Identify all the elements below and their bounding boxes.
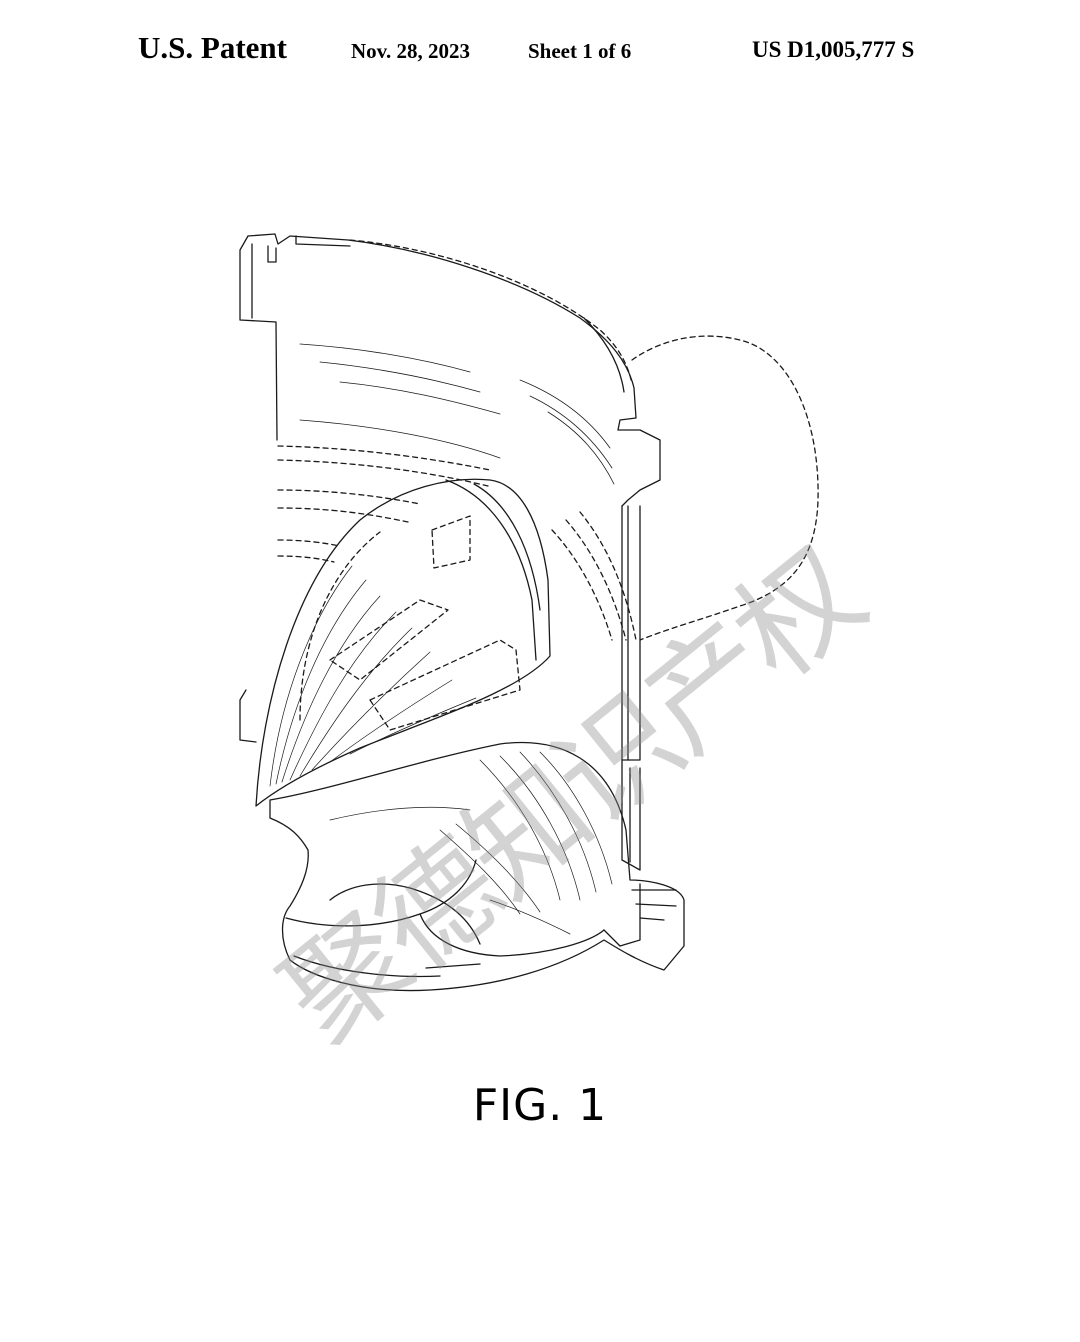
- figure-label: FIG. 1: [472, 1080, 608, 1131]
- sheet-number: Sheet 1 of 6: [528, 39, 632, 63]
- lower-bowl-outline: [269, 741, 685, 992]
- patent-header-title: U.S. Patent: [138, 30, 287, 65]
- right-rail: [621, 505, 641, 761]
- upper-panel-left-edge: [239, 235, 278, 441]
- patent-number: US D1,005,777 S: [752, 37, 915, 62]
- upper-panel-outline: [247, 233, 661, 507]
- patent-date: Nov. 28, 2023: [351, 39, 471, 63]
- right-dashed-lobe: [631, 335, 819, 641]
- shell-outline: [255, 478, 551, 807]
- upper-dashed-arc: [349, 239, 633, 385]
